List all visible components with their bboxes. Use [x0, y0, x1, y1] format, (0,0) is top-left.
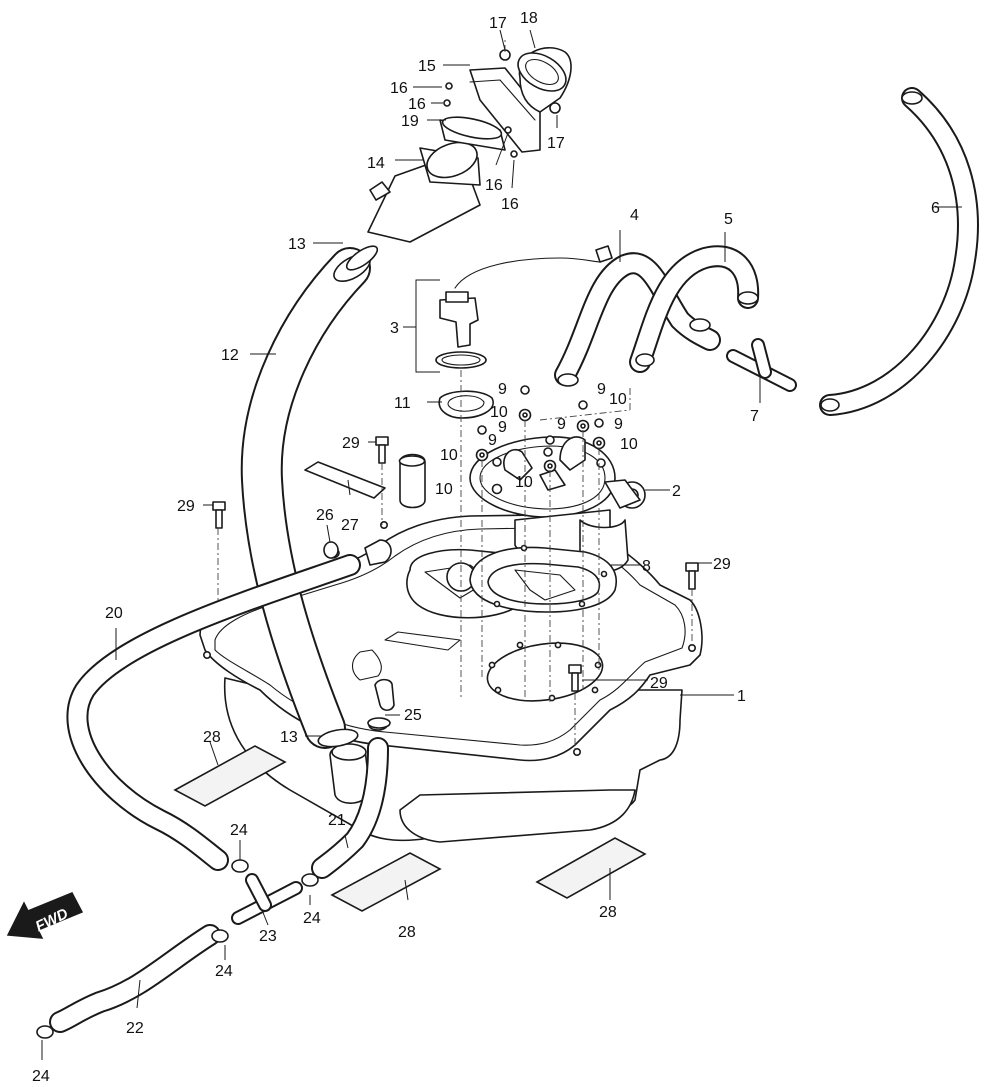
callout-17-right: 17 — [547, 135, 565, 152]
callout-5: 5 — [724, 211, 733, 228]
callout-10-a: 10 — [490, 404, 508, 421]
callout-16-d: 16 — [501, 196, 519, 213]
hose-5 — [629, 245, 760, 373]
callout-28-right: 28 — [599, 904, 617, 921]
cushion-pad-28-center — [330, 852, 442, 912]
callout-9-f: 9 — [488, 432, 497, 449]
callout-19: 19 — [401, 113, 419, 130]
fuel-level-sender — [435, 245, 613, 419]
callout-3: 3 — [390, 320, 399, 337]
callout-14: 14 — [367, 155, 385, 172]
callout-10-d: 10 — [620, 436, 638, 453]
callout-28-center: 28 — [398, 924, 416, 941]
callout-24-a: 24 — [230, 822, 248, 839]
callout-16-c: 16 — [485, 177, 503, 194]
callout-4: 4 — [630, 207, 639, 224]
callout-9-a: 9 — [498, 381, 507, 398]
callout-9-e: 9 — [614, 416, 623, 433]
callout-29-b: 29 — [177, 498, 195, 515]
callout-10-b: 10 — [609, 391, 627, 408]
callout-27: 27 — [341, 517, 359, 534]
callout-24-d: 24 — [32, 1068, 50, 1085]
alignment-lines — [217, 40, 693, 752]
fuel-pump-module — [469, 436, 646, 573]
callout-18: 18 — [520, 10, 538, 27]
callout-22: 22 — [126, 1020, 144, 1037]
callout-10-c: 10 — [440, 447, 458, 464]
cushion-pad-28-right — [535, 837, 647, 899]
callout-2: 2 — [672, 483, 681, 500]
callout-28-left: 28 — [203, 729, 221, 746]
leader-lines — [41, 29, 962, 1060]
pump-gasket — [469, 544, 617, 613]
callout-labels: 1 2 3 4 5 6 7 8 9 9 9 9 9 9 10 10 10 10 … — [32, 10, 940, 1085]
in-tank-filter — [398, 453, 426, 509]
filler-neck-assembly — [367, 46, 572, 243]
callout-8: 8 — [642, 558, 651, 575]
insulator-pad-27 — [304, 461, 386, 499]
callout-13-bottom: 13 — [280, 729, 298, 746]
callout-24-b: 24 — [303, 910, 321, 927]
callout-20: 20 — [105, 605, 123, 622]
callout-9-b: 9 — [597, 381, 606, 398]
callout-13-top: 13 — [288, 236, 306, 253]
o-rings — [323, 541, 391, 729]
vent-hose-6 — [819, 87, 979, 416]
callout-10-e: 10 — [515, 474, 533, 491]
callout-1: 1 — [737, 688, 746, 705]
callout-25: 25 — [404, 707, 422, 724]
callout-24-c: 24 — [215, 963, 233, 980]
callout-16-b: 16 — [408, 96, 426, 113]
t-joint-7 — [726, 338, 797, 392]
callout-6: 6 — [931, 200, 940, 217]
hose-22 — [49, 924, 221, 1033]
callout-26: 26 — [316, 507, 334, 524]
callout-29-c: 29 — [713, 556, 731, 573]
callout-12: 12 — [221, 347, 239, 364]
callout-16-a: 16 — [390, 80, 408, 97]
callout-11: 11 — [394, 395, 411, 412]
cushion-pad-28-left — [173, 745, 287, 807]
callout-17-top: 17 — [489, 15, 507, 32]
callout-21: 21 — [328, 812, 346, 829]
mounting-bolts-29 — [212, 436, 699, 692]
forward-direction-arrow: FWD — [6, 892, 84, 939]
callout-29-a: 29 — [342, 435, 360, 452]
drain-hose-20 — [66, 554, 361, 871]
callout-23: 23 — [259, 928, 277, 945]
callout-15: 15 — [418, 58, 436, 75]
hose-4 — [554, 252, 721, 386]
callout-7: 7 — [750, 408, 759, 425]
callout-10-f: 10 — [435, 481, 453, 498]
callout-9-c: 9 — [498, 419, 507, 436]
callout-9-d: 9 — [557, 416, 566, 433]
hose-21 — [311, 737, 389, 879]
t-joint-23 — [231, 873, 303, 925]
callout-29-d: 29 — [650, 675, 668, 692]
